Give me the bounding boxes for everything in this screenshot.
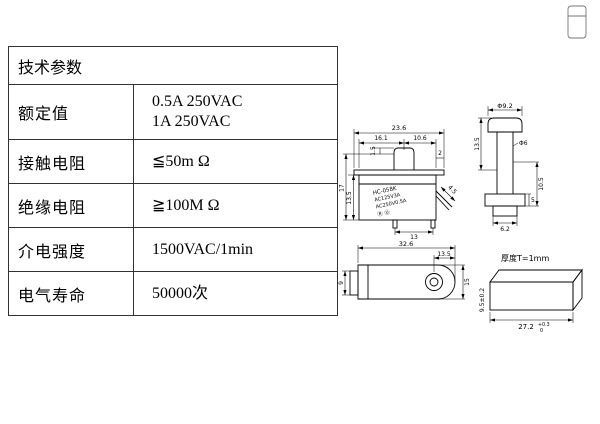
dim-body-height: 13.5 (346, 191, 353, 205)
table-header: 技术参数 (18, 59, 83, 77)
dim-plunger-tip: 1.5 (370, 146, 377, 156)
plate-extension-lines (489, 312, 574, 323)
row-label: 接触电阻 (9, 140, 134, 183)
side-view-outline (353, 147, 453, 229)
body-marking: HC-058K AC125V3A AC250V0.5A Ⓡ Ⓤ (372, 186, 407, 219)
table-row: 绝缘电阻 ≧100M Ω (9, 183, 337, 227)
row-label: 额定值 (9, 85, 134, 139)
dim-tip-width: 6.2 (500, 226, 510, 233)
dim-lower-length: 10.5 (538, 177, 545, 191)
plunger-outline (484, 117, 526, 217)
row-label: 电气寿命 (9, 272, 134, 315)
technical-drawing: 23.6 16.1 10.6 2 1.5 17 13.5 13 4.5 HC-0… (338, 102, 583, 334)
dim-tab-width: 9 (338, 281, 345, 285)
table-row: 介电强度 1500VAC/1min (9, 227, 337, 271)
row-value: ≦50m Ω (152, 152, 210, 170)
dim-terminal-pitch: 13 (410, 234, 418, 241)
dim-right-width: 10.6 (413, 135, 427, 142)
plunger-dimension-lines (479, 108, 539, 225)
dim-upper-length: 13.5 (474, 137, 481, 151)
corner-drawing-fragment (567, 5, 587, 39)
table-row: 电气寿命 50000次 (9, 271, 337, 315)
marking-rating-1: AC125V3A (374, 192, 402, 203)
side-view-dimension-lines (344, 131, 456, 234)
fragment-outline (567, 5, 587, 39)
dim-lever-length: 4.5 (446, 184, 458, 196)
certification-marks-icon: Ⓡ Ⓤ (377, 208, 392, 219)
dim-center-offset: 13.5 (437, 251, 451, 258)
top-view-outline (349, 264, 456, 300)
table-row: 接触电阻 ≦50m Ω (9, 139, 337, 183)
plunger-extension-lines (478, 106, 539, 226)
dim-stem-diameter: Φ6 (519, 140, 528, 147)
side-view-extension-lines (343, 129, 445, 235)
dim-plate-length: 27.2 (518, 323, 534, 331)
dim-flange-overhang: 2 (438, 150, 442, 157)
tolerance-lower: 0 (540, 328, 543, 334)
row-value: 0.5A 250VAC 1A 250VAC (152, 93, 243, 130)
spec-table: 技术参数 额定值 0.5A 250VAC 1A 250VAC 接触电阻 ≦50m… (8, 46, 338, 316)
dim-plate-height: 9.5±0.2 (479, 288, 486, 312)
top-view: 32.6 13.5 9 15 (338, 240, 471, 300)
dim-left-width: 16.1 (374, 135, 388, 142)
plate-outline (489, 268, 583, 312)
plunger-view: Φ9.2 Φ6 13.5 10.5 5 6.2 (474, 102, 545, 233)
row-label: 绝缘电阻 (9, 184, 134, 227)
dim-body-width: 15 (464, 278, 471, 286)
dim-flange-height: 5 (531, 197, 535, 204)
tolerance-upper: +0.3 (538, 322, 550, 328)
dim-cap-diameter: Φ9.2 (497, 102, 512, 110)
plate-view: 厚度T=1mm 27.2 +0.3 0 9.5±0.2 (479, 253, 583, 334)
table-row: 额定值 0.5A 250VAC 1A 250VAC (9, 84, 337, 139)
dim-total-width: 23.6 (392, 124, 406, 132)
row-value: 50000次 (152, 284, 209, 302)
row-label: 介电强度 (9, 228, 134, 271)
row-value: ≧100M Ω (152, 196, 220, 214)
marking-model: HC-058K (372, 186, 397, 197)
thickness-note: 厚度T=1mm (501, 253, 549, 263)
row-value: 1500VAC/1min (152, 240, 254, 258)
dim-total-height: 17 (339, 184, 346, 192)
top-view-dimension-lines (343, 246, 465, 299)
side-view: 23.6 16.1 10.6 2 1.5 17 13.5 13 4.5 HC-0… (339, 124, 459, 241)
dim-overall-length: 32.6 (399, 240, 413, 248)
